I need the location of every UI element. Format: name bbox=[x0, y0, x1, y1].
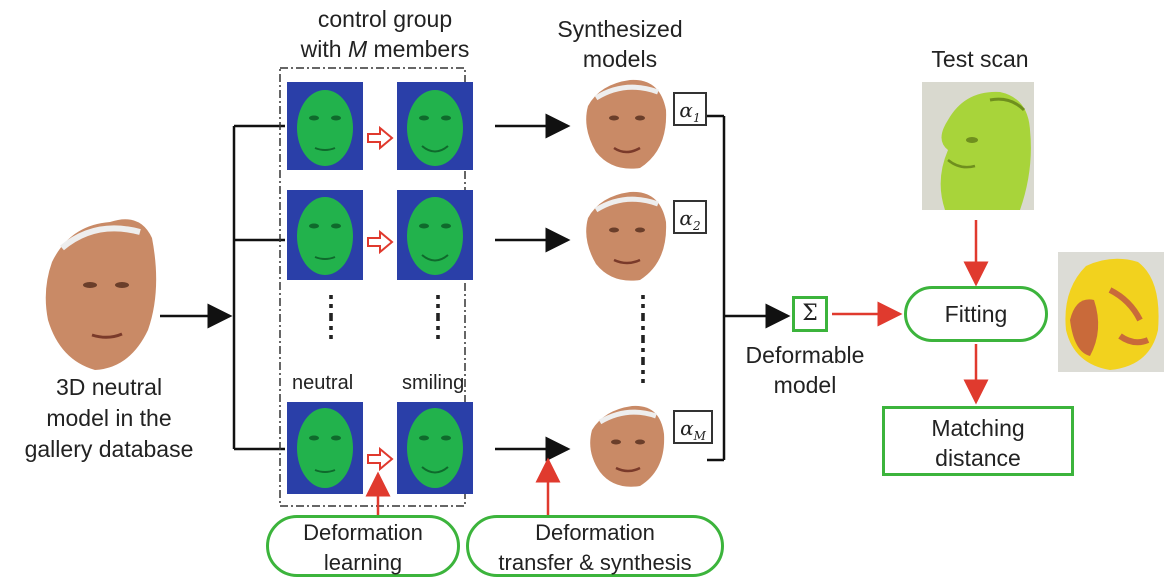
neutral-to-smiling-arrow-3 bbox=[367, 446, 394, 472]
smiling-ellipsis-glyph-2: ⋮ bbox=[425, 312, 451, 342]
gallery-line1: 3D neutral bbox=[55, 374, 163, 400]
neutral-face-2 bbox=[287, 190, 363, 280]
deformation-learning-line1: Deformation bbox=[303, 520, 423, 545]
synthesized-models-label: Synthesized models bbox=[545, 14, 695, 74]
smiling-ellipsis: ⋮⋮ bbox=[425, 290, 451, 342]
smiling-ellipsis-glyph: ⋮ bbox=[425, 290, 451, 320]
neutral-ellipsis: ⋮⋮ bbox=[318, 290, 344, 342]
neutral-label: neutral bbox=[292, 372, 354, 394]
smiling-face-2 bbox=[397, 190, 473, 280]
control-group-var: M bbox=[347, 36, 368, 62]
synthesized-face-1 bbox=[586, 79, 667, 169]
models-ellipsis: ⋮⋮⋮⋮ bbox=[630, 290, 656, 386]
gallery-model-label: 3D neutral model in the gallery database bbox=[14, 372, 204, 465]
coefficient-alpha-2: α2 bbox=[673, 200, 707, 234]
neutral-ellipsis-glyph-2: ⋮ bbox=[318, 312, 344, 342]
synthesized-face-2 bbox=[586, 191, 667, 281]
matching-line2: distance bbox=[935, 445, 1021, 471]
coefficient-alpha-m: αM bbox=[673, 410, 713, 444]
models-ellipsis-glyph: ⋮ bbox=[630, 290, 656, 320]
synthesized-line2: models bbox=[582, 46, 658, 72]
test-scan-label: Test scan bbox=[931, 46, 1029, 72]
synthesized-line1: Synthesized bbox=[557, 16, 683, 42]
alpha-subscript: 1 bbox=[692, 111, 701, 125]
models-ellipsis-glyph-4: ⋮ bbox=[630, 356, 656, 386]
smiling-face-3 bbox=[397, 402, 473, 494]
sum-box: Σ bbox=[792, 296, 828, 332]
deformation-learning-box: Deformation learning bbox=[266, 515, 460, 577]
deformation-transfer-line1: Deformation bbox=[535, 520, 655, 545]
synthesized-face-3 bbox=[590, 405, 665, 487]
alpha-subscript: 2 bbox=[692, 219, 701, 233]
alpha-subscript: M bbox=[693, 429, 706, 443]
gallery-face-image bbox=[45, 219, 157, 370]
smiling-face-1 bbox=[397, 82, 473, 170]
models-ellipsis-glyph-2: ⋮ bbox=[630, 312, 656, 342]
deformation-learning-line2: learning bbox=[323, 550, 403, 575]
control-group-prefix: with bbox=[300, 36, 348, 62]
fitted-scan-image bbox=[1058, 252, 1164, 372]
matching-distance-box: Matching distance bbox=[882, 406, 1074, 476]
models-ellipsis-glyph-3: ⋮ bbox=[630, 334, 656, 364]
alpha-symbol: α bbox=[679, 98, 693, 122]
neutral-face-1 bbox=[287, 82, 363, 170]
deformation-transfer-box: Deformation transfer & synthesis bbox=[466, 515, 724, 577]
deformable-line1: Deformable bbox=[745, 342, 865, 368]
fitting-box: Fitting bbox=[904, 286, 1048, 342]
alpha-symbol: α bbox=[679, 206, 693, 230]
deformable-model-label: Deformable model bbox=[730, 340, 880, 400]
alpha-symbol: α bbox=[680, 416, 694, 440]
deformable-line2: model bbox=[773, 372, 837, 398]
control-group-suffix: members bbox=[367, 36, 470, 62]
smiling-label: smiling bbox=[402, 372, 465, 394]
control-group-line1: control group bbox=[317, 6, 453, 32]
coefficient-alpha-1: α1 bbox=[673, 92, 707, 126]
test-scan-image bbox=[922, 82, 1034, 210]
neutral-to-smiling-arrow-1 bbox=[367, 125, 394, 151]
gallery-line2: model in the bbox=[46, 405, 172, 431]
matching-line1: Matching bbox=[931, 415, 1025, 441]
neutral-to-smiling-arrow-2 bbox=[367, 229, 394, 255]
control-group-frame bbox=[279, 67, 466, 507]
neutral-face-3 bbox=[287, 402, 363, 494]
deformation-transfer-line2: transfer & synthesis bbox=[498, 550, 692, 575]
control-group-label: control group with M members bbox=[285, 4, 485, 64]
gallery-line3: gallery database bbox=[24, 436, 194, 462]
neutral-ellipsis-glyph: ⋮ bbox=[318, 290, 344, 320]
control-group-line2: with M members bbox=[285, 34, 485, 64]
